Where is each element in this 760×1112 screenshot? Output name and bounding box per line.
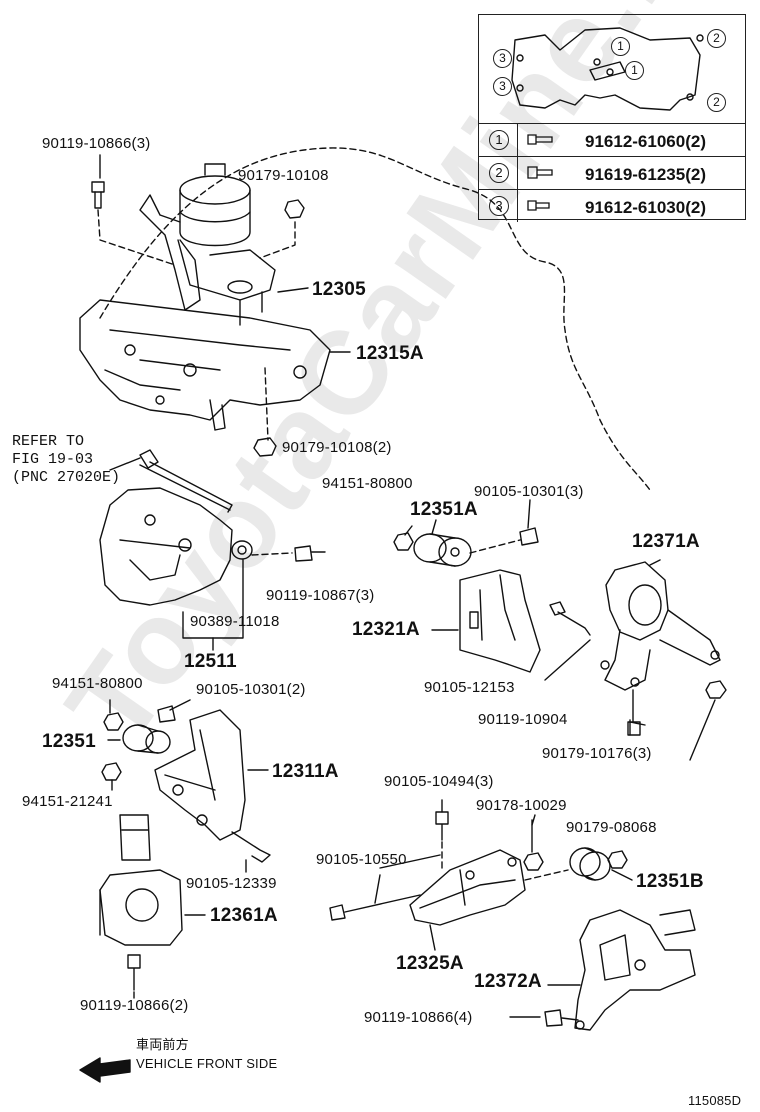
bolt-icon xyxy=(527,200,550,211)
label-90105-10550: 90105-10550 xyxy=(316,851,407,868)
legend-engine-sketch xyxy=(511,27,701,111)
label-90105-10494-3: 90105-10494(3) xyxy=(384,773,494,790)
label-90119-10904: 90119-10904 xyxy=(478,711,568,728)
label-12361A: 12361A xyxy=(210,905,278,926)
engine-outline xyxy=(99,147,651,491)
bolt-90105-12339 xyxy=(231,831,271,863)
nut-90179-10108 xyxy=(284,199,305,219)
label-12351A: 12351A xyxy=(410,499,478,520)
part-12321A xyxy=(459,569,541,673)
legend-row: 2 91619-61235(2) xyxy=(479,156,745,189)
refer-line-3: (PNC 27020E) xyxy=(12,469,121,486)
bolt-90119-10866-2 xyxy=(127,954,141,991)
part-12511 xyxy=(99,449,253,606)
label-12511: 12511 xyxy=(184,651,237,672)
label-12371A: 12371A xyxy=(632,531,700,552)
legend-callout: 1 xyxy=(611,37,630,56)
label-94151-21241: 94151-21241 xyxy=(22,793,113,810)
legend-callout: 2 xyxy=(707,29,726,48)
nut-90178-10029 xyxy=(523,852,544,871)
bolt-90119-10867 xyxy=(294,545,326,562)
legend-callout: 2 xyxy=(707,93,726,112)
legend-row: 1 91612-61060(2) xyxy=(479,123,745,156)
refer-line-1: REFER TO xyxy=(12,433,85,450)
fastener-legend: 1 2 3 1 2 3 1 91612-61060(2) 2 91619-612… xyxy=(478,14,746,222)
part-12315A xyxy=(79,299,331,431)
part-12361A xyxy=(99,814,183,946)
nut-94151-80800-a xyxy=(393,532,414,551)
part-12372A xyxy=(574,909,696,1031)
label-90179-10108-2: 90179-10108(2) xyxy=(282,439,392,456)
bolt-90119-10866-top xyxy=(91,181,105,209)
nut-90179-10176 xyxy=(705,680,727,699)
bolt-90105-10494 xyxy=(435,811,449,841)
nut-90179-10108-2 xyxy=(253,437,277,457)
label-94151-80800-upper: 94151-80800 xyxy=(322,475,413,492)
legend-callout: 1 xyxy=(625,61,644,80)
label-12325A: 12325A xyxy=(396,953,464,974)
label-90179-10176-3: 90179-10176(3) xyxy=(542,745,652,762)
vehicle-front-jp: 車両前方 xyxy=(136,1037,189,1052)
figure-id: 115085D xyxy=(688,1093,742,1108)
bolt-90105-10301-2 xyxy=(157,705,176,723)
part-12351A xyxy=(413,533,472,567)
legend-callout: 3 xyxy=(493,77,512,96)
part-12351B xyxy=(569,847,611,881)
label-94151-80800-lower: 94151-80800 xyxy=(52,675,143,692)
label-12351: 12351 xyxy=(42,731,96,752)
label-90119-10866-3: 90119-10866(3) xyxy=(42,135,151,152)
label-12315A: 12315A xyxy=(356,343,424,364)
bolt-90119-10904 xyxy=(627,721,641,736)
legend-row: 3 91612-61030(2) xyxy=(479,189,745,222)
legend-row-number: 2 xyxy=(489,163,509,183)
vehicle-front-en: VEHICLE FRONT SIDE xyxy=(136,1056,278,1071)
label-90119-10866-2: 90119-10866(2) xyxy=(80,997,189,1014)
label-90178-10029: 90178-10029 xyxy=(476,797,567,814)
label-90179-10108: 90179-10108 xyxy=(238,167,329,184)
label-12351B: 12351B xyxy=(636,871,704,892)
bolt-90105-10550 xyxy=(329,894,421,921)
legend-callout: 3 xyxy=(493,49,512,68)
bolt-icon xyxy=(527,166,553,179)
bolt-90105-10301-3 xyxy=(519,527,539,546)
part-12371A xyxy=(600,561,721,691)
bolt-icon xyxy=(527,134,553,145)
label-90119-10867-3: 90119-10867(3) xyxy=(266,587,375,604)
legend-part-number: 91612-61060(2) xyxy=(585,132,706,151)
nut-90179-08068 xyxy=(607,850,628,869)
label-12321A: 12321A xyxy=(352,619,420,640)
bolt-90119-10866-4 xyxy=(544,1009,579,1027)
label-90105-12153: 90105-12153 xyxy=(424,679,515,696)
nut-94151-21241 xyxy=(101,762,122,781)
label-12372A: 12372A xyxy=(474,971,542,992)
label-90105-10301-3: 90105-10301(3) xyxy=(474,483,584,500)
part-12325A xyxy=(409,849,526,926)
part-12351 xyxy=(122,724,171,754)
label-90105-10301-2: 90105-10301(2) xyxy=(196,681,306,698)
label-90389-11018: 90389-11018 xyxy=(190,613,280,630)
part-12305 xyxy=(139,163,276,326)
legend-row-number: 1 xyxy=(489,130,509,150)
legend-row-number: 3 xyxy=(489,196,509,216)
nut-94151-80800-b xyxy=(103,712,124,731)
label-90119-10866-4: 90119-10866(4) xyxy=(364,1009,473,1026)
legend-part-number: 91612-61030(2) xyxy=(585,198,706,217)
label-90179-08068: 90179-08068 xyxy=(566,819,657,836)
label-90105-12339: 90105-12339 xyxy=(186,875,277,892)
part-12311A xyxy=(154,709,246,841)
refer-line-2: FIG 19-03 xyxy=(12,451,94,468)
bolt-90105-12153 xyxy=(549,601,591,636)
label-12305: 12305 xyxy=(312,279,366,300)
label-12311A: 12311A xyxy=(272,761,339,782)
vehicle-front-arrow xyxy=(79,1057,131,1083)
legend-part-number: 91619-61235(2) xyxy=(585,165,706,184)
